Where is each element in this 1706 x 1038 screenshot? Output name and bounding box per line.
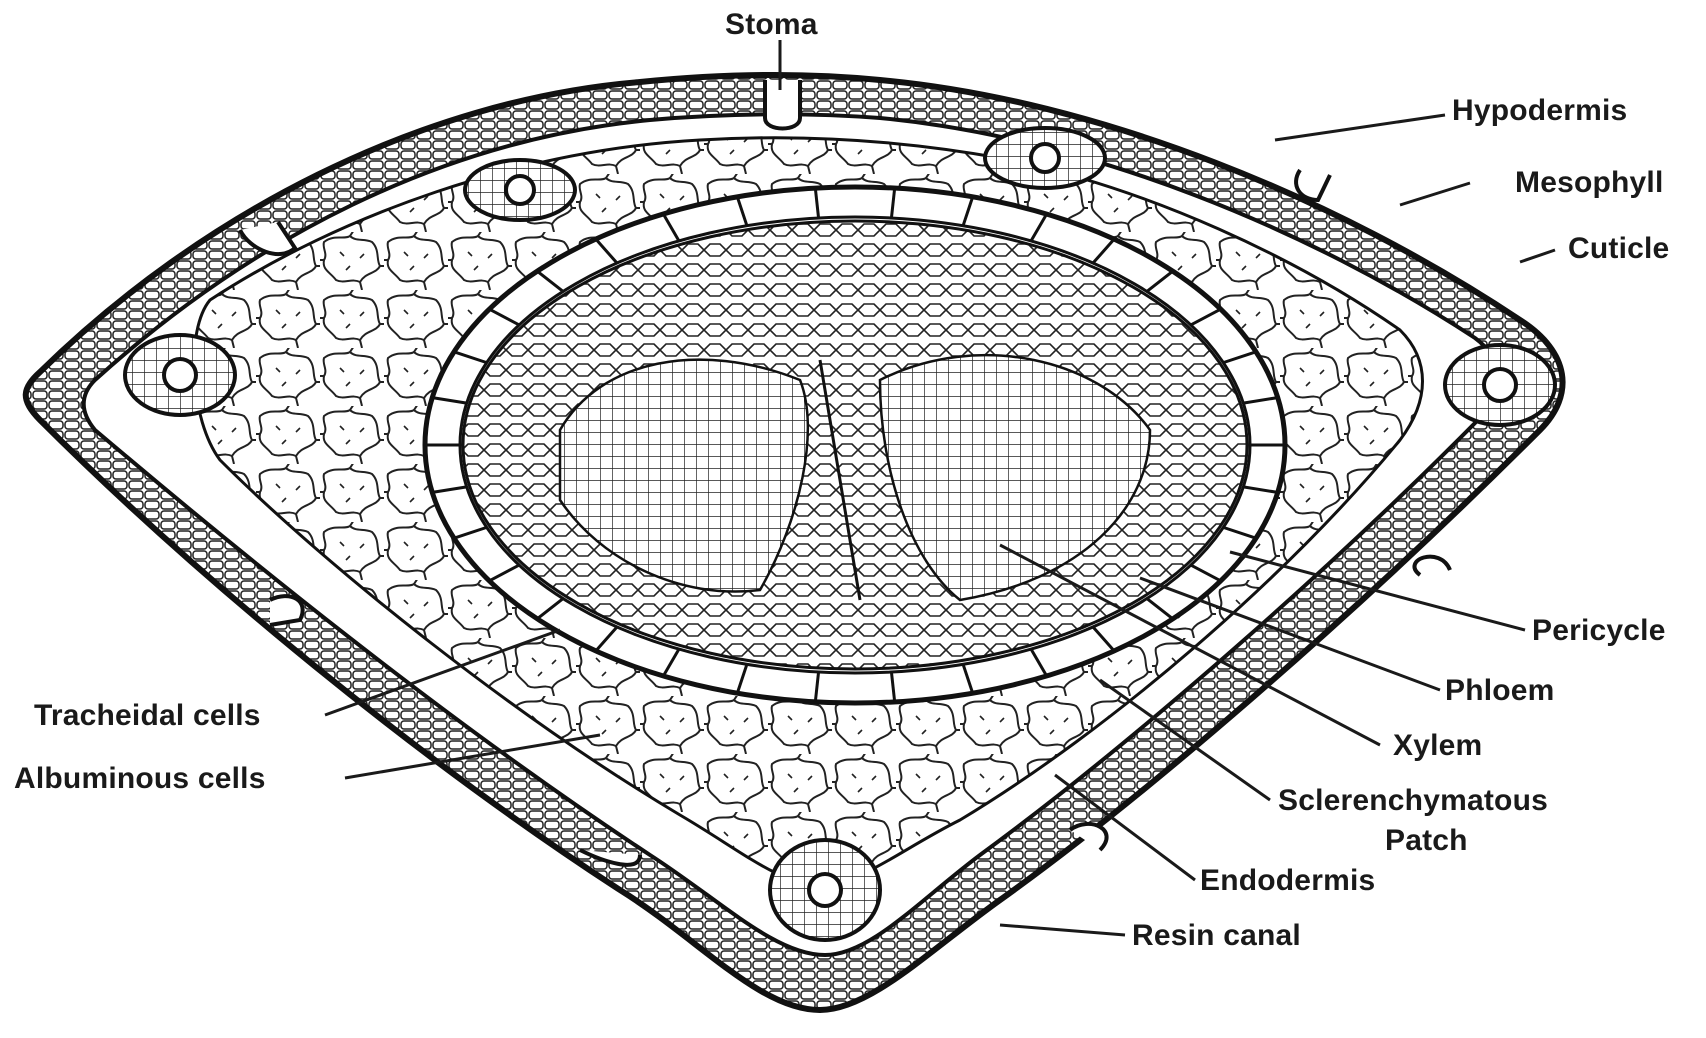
label-phloem: Phloem: [1445, 674, 1555, 707]
leader-mesophyll: [1400, 183, 1470, 205]
resin-canal-bottom: [809, 874, 841, 906]
leader-cuticle: [1520, 250, 1555, 262]
label-resin-canal: Resin canal: [1132, 919, 1301, 952]
resin-canal-top-right: [1031, 144, 1059, 172]
resin-canal-right: [1484, 369, 1516, 401]
label-tracheidal-cells: Tracheidal cells: [34, 699, 261, 732]
label-endodermis: Endodermis: [1200, 864, 1375, 897]
label-albuminous-cells: Albuminous cells: [14, 762, 266, 795]
label-pericycle: Pericycle: [1532, 614, 1666, 647]
resin-canal-top-left: [506, 176, 534, 204]
stoma-lower-right: [1414, 557, 1450, 575]
label-sclerenchymatous: Sclerenchymatous: [1278, 784, 1548, 817]
label-patch: Patch: [1385, 824, 1468, 857]
stoma-lower-left: [270, 596, 303, 625]
resin-canal-left: [164, 359, 196, 391]
label-hypodermis: Hypodermis: [1452, 94, 1627, 127]
label-xylem: Xylem: [1393, 729, 1482, 762]
leader-resin-canal: [1000, 925, 1125, 935]
label-mesophyll: Mesophyll: [1515, 166, 1664, 199]
stoma-right: [1296, 170, 1330, 200]
label-stoma: Stoma: [725, 8, 818, 41]
label-cuticle: Cuticle: [1568, 232, 1669, 265]
stoma-top: [765, 80, 800, 129]
leader-hypodermis: [1275, 115, 1445, 140]
